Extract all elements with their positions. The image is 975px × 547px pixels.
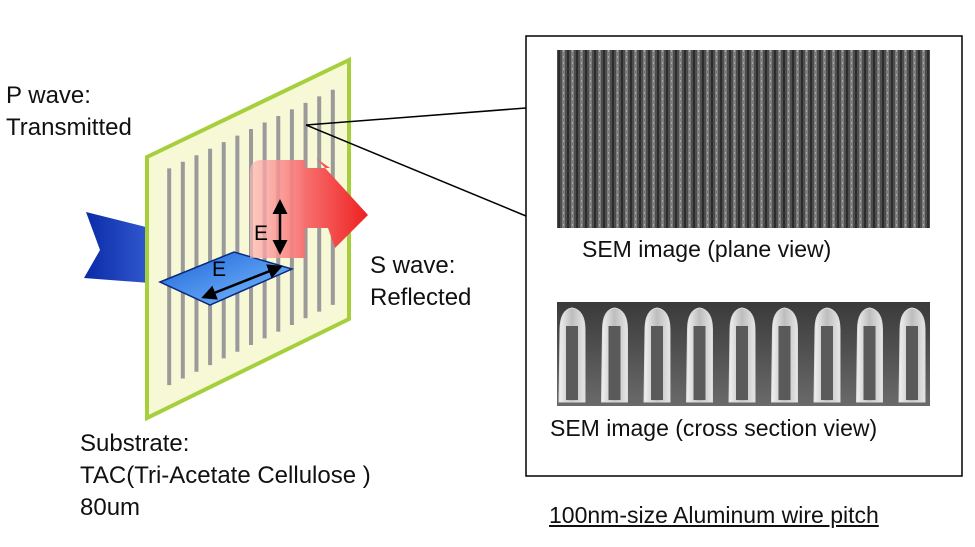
sem-fin-gap xyxy=(566,326,578,400)
sem-fin-gap xyxy=(693,326,706,400)
sem-fin-gap xyxy=(778,326,791,400)
sem-fin-gap xyxy=(821,326,833,400)
zoom-line-top xyxy=(305,107,527,126)
sem-fin-gap xyxy=(608,326,621,400)
sem-plane-caption: SEM image (plane view) xyxy=(582,236,832,262)
pitch-caption: 100nm-size Aluminum wire pitch xyxy=(549,502,879,528)
sem-fin-gap xyxy=(736,326,748,400)
sem-cross-caption: SEM image (cross section view) xyxy=(550,415,878,441)
e-label-vertical: E xyxy=(254,222,268,245)
sem-fin-gap xyxy=(906,326,918,400)
zoom-line-bottom xyxy=(305,124,527,217)
substrate-label: Substrate: TAC(Tri-Acetate Cellulose ) 8… xyxy=(80,430,371,521)
e-label-horizontal: E xyxy=(212,258,226,281)
p-wave-label: P wave: Transmitted xyxy=(6,82,132,141)
sem-cross-fins xyxy=(558,307,926,403)
e-field-horizontal-arrow xyxy=(201,264,283,300)
sem-fin-gap xyxy=(651,326,663,400)
s-wave-label: S wave: Reflected xyxy=(370,252,472,311)
sem-fin-gap xyxy=(863,326,876,400)
sem-plane-image xyxy=(557,50,930,228)
